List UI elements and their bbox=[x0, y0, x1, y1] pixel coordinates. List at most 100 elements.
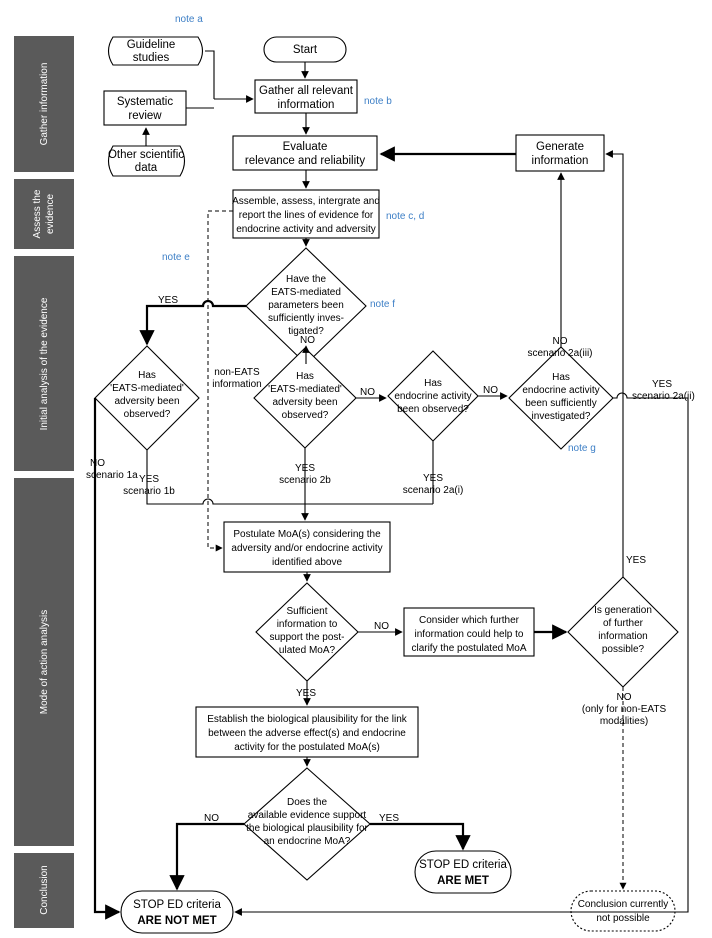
sidebar-conclusion: Conclusion bbox=[39, 865, 50, 914]
svg-text:Consider which further: Consider which further bbox=[419, 615, 520, 626]
svg-text:NO: NO bbox=[617, 692, 632, 703]
svg-text:observed?: observed? bbox=[124, 409, 171, 420]
svg-text:not possible: not possible bbox=[596, 913, 650, 924]
svg-text:YES: YES bbox=[652, 379, 672, 390]
svg-text:adversity and/or endocrine act: adversity and/or endocrine activity bbox=[231, 543, 382, 554]
label-yes-generation: YES bbox=[626, 555, 646, 566]
note-g: note g bbox=[568, 443, 596, 454]
node-postulate: Postulate MoA(s) considering the adversi… bbox=[223, 521, 391, 573]
svg-text:Has: Has bbox=[138, 370, 156, 381]
node-sufficient-question: Sufficient information to support the po… bbox=[255, 582, 359, 682]
svg-text:YES: YES bbox=[423, 473, 443, 484]
svg-text:Assemble, assess, intergrate a: Assemble, assess, intergrate and bbox=[232, 196, 380, 207]
svg-text:information to: information to bbox=[277, 619, 338, 630]
node-eats-adversity-left: Has 'EATS-mediated' adversity been obser… bbox=[94, 345, 200, 451]
svg-text:Postulate MoA(s) considering t: Postulate MoA(s) considering the bbox=[233, 529, 381, 540]
svg-text:Establish the biological plaus: Establish the biological plausibility fo… bbox=[207, 714, 408, 725]
svg-text:relevance and reliability: relevance and reliability bbox=[245, 155, 365, 167]
node-gather: Gather all relevant information bbox=[254, 79, 358, 114]
svg-text:available evidence support: available evidence support bbox=[248, 810, 367, 821]
sidebar: Gather information Assess the evidence I… bbox=[14, 36, 74, 928]
svg-text:ulated MoA?: ulated MoA? bbox=[279, 645, 336, 656]
svg-text:(only for non-EATS: (only for non-EATS bbox=[582, 704, 667, 715]
svg-text:review: review bbox=[128, 110, 162, 122]
label-yes-scen1b: YES scenario 1b bbox=[123, 474, 175, 497]
svg-text:tigated?: tigated? bbox=[288, 326, 324, 337]
label-yes-evidence: YES bbox=[379, 813, 399, 824]
node-conclusion-not-possible: Conclusion currently not possible bbox=[570, 890, 676, 932]
svg-text:endocrine activity: endocrine activity bbox=[522, 385, 599, 396]
svg-text:been sufficiently: been sufficiently bbox=[525, 398, 597, 409]
sidebar-moa: Mode of action analysis bbox=[39, 610, 50, 715]
svg-text:adversity been: adversity been bbox=[114, 396, 179, 407]
node-eats-question: Have the EATS-mediated parameters been s… bbox=[245, 247, 367, 365]
svg-text:studies: studies bbox=[133, 52, 170, 64]
label-no-scen1a: NO scenario 1a bbox=[86, 458, 138, 481]
svg-text:of further: of further bbox=[603, 618, 644, 629]
label-no-endo-obs: NO bbox=[483, 385, 498, 396]
sidebar-gather: Gather information bbox=[39, 63, 50, 146]
label-non-eats: non-EATS information bbox=[212, 367, 261, 390]
note-cd: note c, d bbox=[386, 211, 424, 222]
svg-text:Generate: Generate bbox=[536, 141, 584, 153]
node-eats-adversity-mid: Has 'EATS-mediated' adversity been obser… bbox=[253, 347, 357, 449]
svg-text:Has: Has bbox=[552, 372, 570, 383]
svg-text:STOP ED criteria: STOP ED criteria bbox=[133, 899, 221, 911]
svg-text:Gather all relevant: Gather all relevant bbox=[259, 85, 354, 97]
svg-text:'EATS-mediated': 'EATS-mediated' bbox=[268, 384, 342, 395]
svg-text:activity for the postulated Mo: activity for the postulated MoA(s) bbox=[234, 742, 380, 753]
svg-text:Has: Has bbox=[296, 371, 314, 382]
node-evaluate: Evaluate relevance and reliability bbox=[232, 135, 378, 171]
svg-text:sufficiently inves-: sufficiently inves- bbox=[268, 313, 344, 324]
label-no-scen2aiii: NO scenario 2a(iii) bbox=[527, 336, 592, 359]
svg-text:been observed?: been observed? bbox=[397, 404, 469, 415]
node-consider: Consider which further information could… bbox=[403, 607, 535, 657]
svg-text:endocrine activity: endocrine activity bbox=[394, 391, 471, 402]
svg-text:scenario 2a(ii): scenario 2a(ii) bbox=[632, 391, 695, 402]
svg-text:identified above: identified above bbox=[272, 557, 342, 568]
label-no-generation: NO (only for non-EATS modalities) bbox=[582, 692, 667, 727]
svg-text:STOP ED criteria: STOP ED criteria bbox=[419, 859, 507, 871]
node-start: Start bbox=[263, 36, 347, 63]
node-generation-question: Is generation of further information pos… bbox=[567, 576, 679, 688]
node-other-data: Other scientific data bbox=[107, 145, 186, 177]
svg-text:clarify the postulated MoA: clarify the postulated MoA bbox=[411, 643, 526, 654]
svg-text:Have the: Have the bbox=[286, 274, 326, 285]
node-evidence-question: Does the available evidence support the … bbox=[243, 767, 371, 881]
node-generate: Generate information bbox=[515, 134, 605, 172]
label-yes-scen2ai: YES scenario 2a(i) bbox=[403, 473, 464, 496]
svg-text:EATS-mediated: EATS-mediated bbox=[271, 287, 341, 298]
label-no-eats: NO bbox=[300, 335, 315, 346]
svg-text:scenario 2b: scenario 2b bbox=[279, 475, 331, 486]
node-stop-met: STOP ED criteria ARE MET bbox=[414, 850, 512, 894]
svg-text:Guideline: Guideline bbox=[127, 39, 176, 51]
svg-text:Assess the: Assess the bbox=[32, 189, 43, 238]
node-guideline-studies: Guideline studies bbox=[107, 36, 204, 66]
svg-text:Evaluate: Evaluate bbox=[283, 141, 328, 153]
svg-text:ARE MET: ARE MET bbox=[437, 875, 489, 887]
node-assemble: Assemble, assess, intergrate and report … bbox=[232, 189, 380, 239]
svg-text:modalities): modalities) bbox=[600, 716, 648, 727]
svg-text:ARE NOT MET: ARE NOT MET bbox=[137, 915, 216, 927]
label-no-sufficient: NO bbox=[374, 621, 389, 632]
note-e: note e bbox=[162, 252, 190, 263]
note-f: note f bbox=[370, 299, 395, 310]
svg-text:Sufficient: Sufficient bbox=[287, 606, 328, 617]
node-endocrine-observed: Has endocrine activity been observed? bbox=[387, 350, 479, 442]
svg-text:Other scientific: Other scientific bbox=[108, 149, 184, 161]
svg-text:YES: YES bbox=[139, 474, 159, 485]
svg-text:evidence: evidence bbox=[45, 194, 56, 234]
svg-text:Has: Has bbox=[424, 378, 442, 389]
node-systematic-review: Systematic review bbox=[103, 90, 187, 126]
svg-text:Systematic: Systematic bbox=[117, 96, 173, 108]
svg-text:'EATS-mediated': 'EATS-mediated' bbox=[110, 383, 184, 394]
node-stop-not-met: STOP ED criteria ARE NOT MET bbox=[120, 890, 234, 934]
svg-text:scenario 2a(i): scenario 2a(i) bbox=[403, 485, 464, 496]
svg-text:information: information bbox=[598, 631, 647, 642]
svg-text:the biological plausibility fo: the biological plausibility for bbox=[246, 823, 368, 834]
svg-text:scenario 1b: scenario 1b bbox=[123, 486, 175, 497]
node-endocrine-investigated: Has endocrine activity been sufficiently… bbox=[508, 346, 614, 450]
svg-text:Does the: Does the bbox=[287, 797, 327, 808]
label-yes-scen2aii: YES scenario 2a(ii) bbox=[632, 379, 695, 402]
